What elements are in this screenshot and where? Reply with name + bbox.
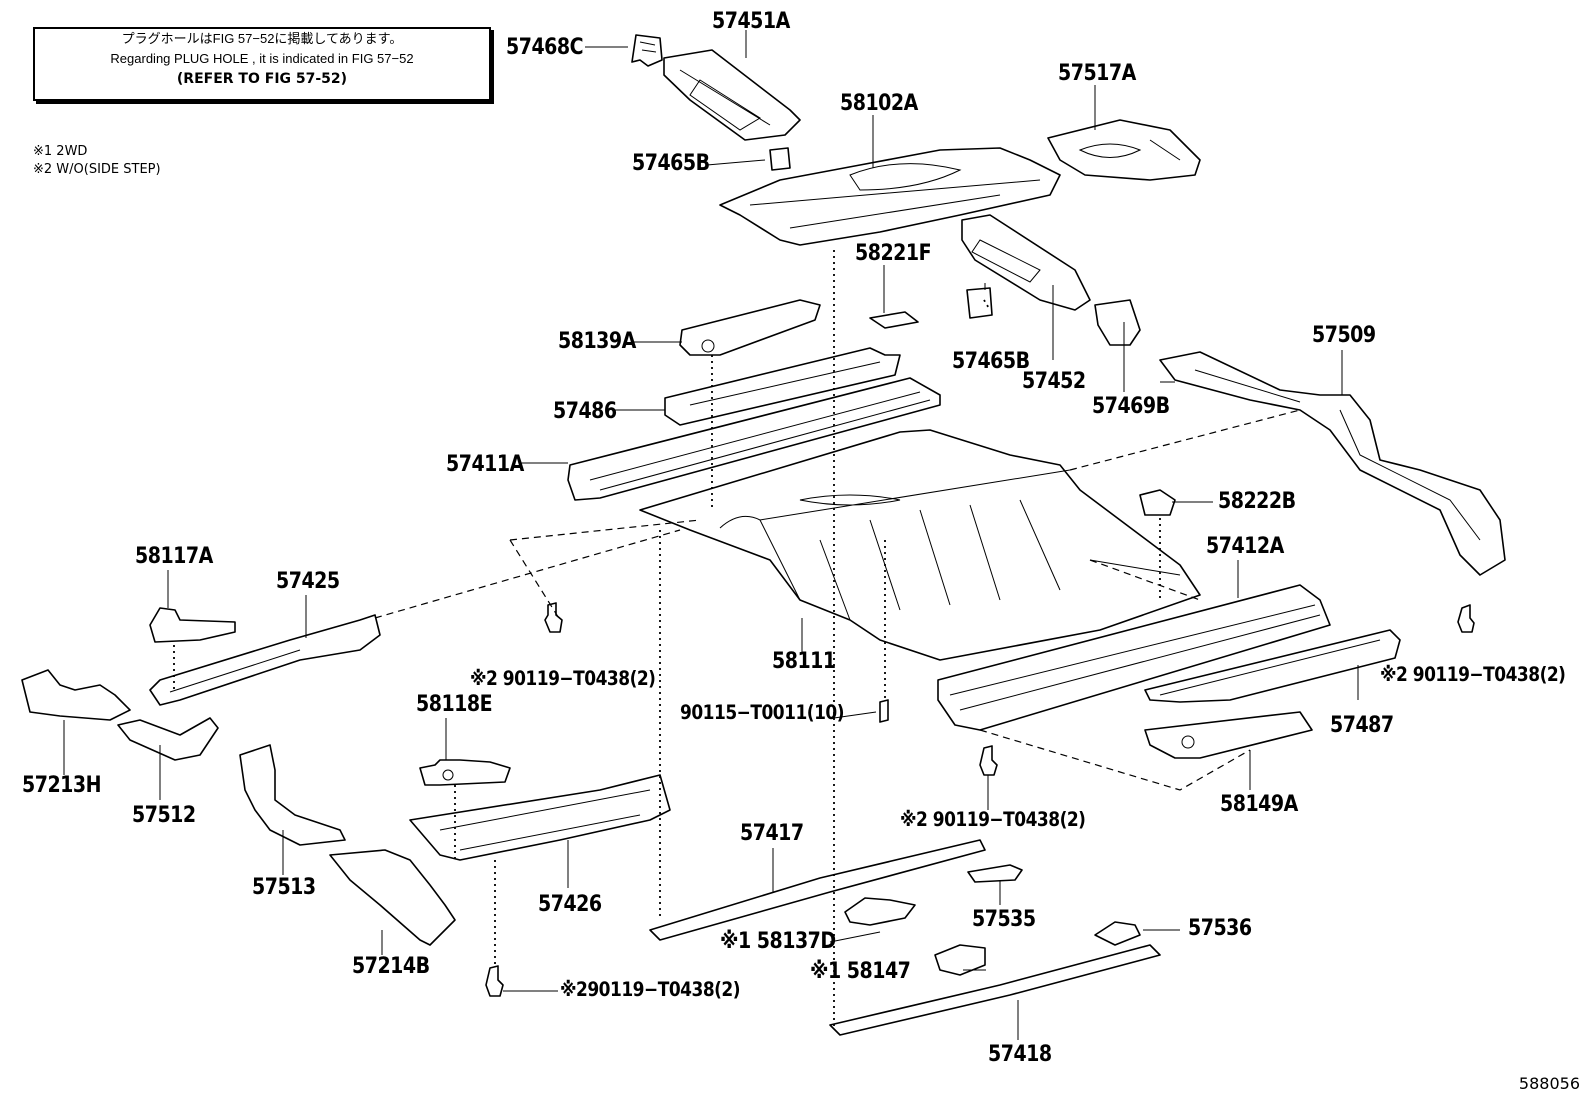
legend: ※1 2WD ※2 W/O(SIDE STEP) <box>33 143 161 179</box>
part-57451a <box>663 49 801 141</box>
assembly-guide-lines <box>173 250 1301 1030</box>
label-57213h[interactable]: 57213H <box>22 772 102 798</box>
label-57486[interactable]: 57486 <box>553 398 617 424</box>
label-57513[interactable]: 57513 <box>252 874 316 900</box>
label-57411a[interactable]: 57411A <box>446 451 524 477</box>
part-58222b <box>1139 489 1176 516</box>
label-57412a[interactable]: 57412A <box>1206 533 1284 559</box>
legend-item-2wd: ※1 2WD <box>33 144 88 159</box>
label-58111[interactable]: 58111 <box>772 648 836 674</box>
label-57468c[interactable]: 57468C <box>506 34 584 60</box>
note-line-jp: プラグホールはFIG 57−52に掲載してあります。 <box>121 31 403 46</box>
label-58139a[interactable]: 58139A <box>558 328 636 354</box>
part-57452 <box>961 214 1091 311</box>
part-57517a <box>1047 119 1201 181</box>
part-58147 <box>934 944 986 976</box>
label-57465b-mid[interactable]: 57465B <box>952 348 1030 374</box>
part-58149a <box>1144 711 1313 759</box>
part-57486 <box>664 347 901 426</box>
legend-item-side-step: ※2 W/O(SIDE STEP) <box>33 162 161 177</box>
label-58222b[interactable]: 58222B <box>1218 488 1296 514</box>
note-line-en: Regarding PLUG HOLE , it is indicated in… <box>110 51 414 66</box>
figure-number: 588056 <box>1518 1074 1580 1093</box>
leader-lines <box>63 30 1359 1040</box>
part-57487 <box>1144 629 1401 703</box>
label-58118e[interactable]: 58118E <box>416 691 493 717</box>
label-58221f[interactable]: 58221F <box>855 240 932 266</box>
part-57536 <box>1094 921 1141 946</box>
part-57509 <box>1159 351 1506 576</box>
plug-hole-note: プラグホールはFIG 57−52に掲載してあります。 Regarding PLU… <box>33 27 491 101</box>
label-bolt-90119-d[interactable]: ※290119−T0438(2) <box>560 978 741 1002</box>
label-57536[interactable]: 57536 <box>1188 915 1252 941</box>
label-58147[interactable]: ※1 58147 <box>810 958 911 984</box>
part-57213h <box>21 669 131 721</box>
part-57425 <box>149 614 381 706</box>
part-57412a <box>937 584 1331 731</box>
part-57465b-mid <box>966 287 993 319</box>
label-57517a[interactable]: 57517A <box>1058 60 1136 86</box>
label-57214b[interactable]: 57214B <box>352 953 430 979</box>
part-57512 <box>117 717 219 761</box>
label-bolt-90119-b[interactable]: ※2 90119−T0438(2) <box>1380 663 1566 687</box>
label-57426[interactable]: 57426 <box>538 891 602 917</box>
label-90115-t0011[interactable]: 90115−T0011(10) <box>680 701 845 725</box>
label-57509[interactable]: 57509 <box>1312 322 1376 348</box>
label-57465b-top[interactable]: 57465B <box>632 150 710 176</box>
label-bolt-90119-a[interactable]: ※2 90119−T0438(2) <box>470 667 656 691</box>
part-57214b <box>329 849 456 946</box>
label-57452[interactable]: 57452 <box>1022 368 1086 394</box>
bolt-icons <box>485 602 1475 997</box>
label-58117a[interactable]: 58117A <box>135 543 213 569</box>
part-57465b-top <box>769 147 791 171</box>
part-57535 <box>967 864 1023 883</box>
label-58137d[interactable]: ※1 58137D <box>720 928 836 954</box>
label-58102a[interactable]: 58102A <box>840 90 918 116</box>
label-57418[interactable]: 57418 <box>988 1041 1052 1067</box>
label-57487[interactable]: 57487 <box>1330 712 1394 738</box>
part-57469b <box>1094 299 1141 346</box>
part-58137d <box>844 897 916 926</box>
label-57535[interactable]: 57535 <box>972 906 1036 932</box>
part-57417 <box>649 839 986 941</box>
label-bolt-90119-c[interactable]: ※2 90119−T0438(2) <box>900 808 1086 832</box>
part-57418 <box>829 944 1161 1036</box>
part-58118e <box>419 759 511 786</box>
part-57513 <box>239 744 346 846</box>
label-58149a[interactable]: 58149A <box>1220 791 1298 817</box>
label-57425[interactable]: 57425 <box>276 568 340 594</box>
label-57469b[interactable]: 57469B <box>1092 393 1170 419</box>
part-57468c <box>631 34 663 67</box>
part-57411a <box>567 377 941 501</box>
label-57417[interactable]: 57417 <box>740 820 804 846</box>
label-57512[interactable]: 57512 <box>132 802 196 828</box>
part-57426 <box>409 774 671 861</box>
part-58221f <box>869 311 919 329</box>
label-57451a[interactable]: 57451A <box>712 8 790 34</box>
part-58139a <box>679 299 821 356</box>
part-58117a <box>149 607 236 643</box>
part-58111 <box>639 429 1201 661</box>
note-refer: (REFER TO FIG 57-52) <box>176 71 348 87</box>
